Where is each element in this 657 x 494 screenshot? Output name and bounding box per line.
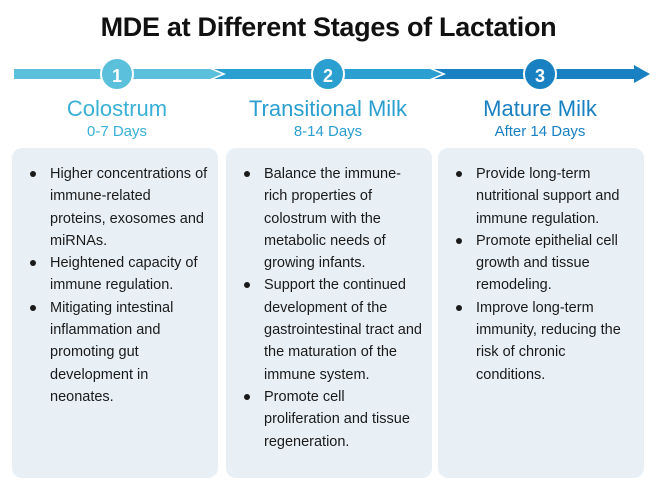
- bullet-text: Improve long-term immunity, reducing the…: [476, 299, 621, 383]
- bullet-icon: [30, 304, 36, 311]
- bullet-icon: [456, 171, 462, 177]
- bullet-icon: [244, 282, 250, 289]
- stage-2-name: Transitional Milk: [248, 96, 408, 121]
- list-item: Mitigating intestinal inflammation and p…: [26, 297, 208, 408]
- bullet-icon: [244, 171, 250, 177]
- bullet-icon: [456, 237, 462, 244]
- list-item: Improve long-term immunity, reducing the…: [452, 297, 634, 386]
- list-item: Higher concentrations of immune-related …: [26, 163, 208, 252]
- stage-2-bullets: Balance the immune-rich properties of co…: [240, 163, 422, 453]
- step-3-circle: 3: [523, 57, 557, 91]
- bullet-text: Heightened capacity of immune regulation…: [50, 255, 198, 294]
- bullet-text: Mitigating intestinal inflammation and p…: [50, 299, 174, 405]
- bullet-text: Balance the immune-rich properties of co…: [264, 166, 402, 272]
- stage-1-name: Colostrum: [66, 96, 168, 121]
- bullet-text: Support the continued development of the…: [264, 277, 422, 383]
- stage-2-card: Balance the immune-rich properties of co…: [226, 148, 432, 478]
- list-item: Heightened capacity of immune regulation…: [26, 252, 208, 297]
- diagram-title: MDE at Different Stages of Lactation: [100, 12, 557, 42]
- stage-1-days: 0-7 Days: [86, 123, 148, 140]
- bullet-icon: [456, 304, 462, 311]
- bullet-icon: [30, 260, 36, 267]
- list-item: Promote epithelial cell growth and tissu…: [452, 230, 634, 297]
- stage-3-card: Provide long-term nutritional support an…: [438, 148, 644, 478]
- list-item: Promote cell proliferation and tissue re…: [240, 386, 422, 453]
- stage-3-days: After 14 Days: [494, 123, 586, 140]
- bullet-icon: [30, 171, 36, 177]
- bullet-text: Higher concentrations of immune-related …: [50, 166, 208, 249]
- stage-1-bullets: Higher concentrations of immune-related …: [26, 163, 208, 408]
- step-2-circle: 2: [311, 57, 345, 91]
- stage-1-card: Higher concentrations of immune-related …: [12, 148, 218, 478]
- list-item: Provide long-term nutritional support an…: [452, 163, 634, 230]
- step-1-circle: 1: [100, 57, 134, 91]
- bullet-text: Promote cell proliferation and tissue re…: [264, 388, 410, 450]
- bullet-text: Provide long-term nutritional support an…: [476, 166, 620, 227]
- list-item: Support the continued development of the…: [240, 274, 422, 385]
- list-item: Balance the immune-rich properties of co…: [240, 163, 422, 274]
- bullet-icon: [244, 393, 250, 400]
- bullet-text: Promote epithelial cell growth and tissu…: [476, 232, 618, 294]
- stage-2-days: 8-14 Days: [293, 123, 363, 140]
- stage-3-bullets: Provide long-term nutritional support an…: [452, 163, 634, 386]
- stage-3-name: Mature Milk: [483, 96, 597, 121]
